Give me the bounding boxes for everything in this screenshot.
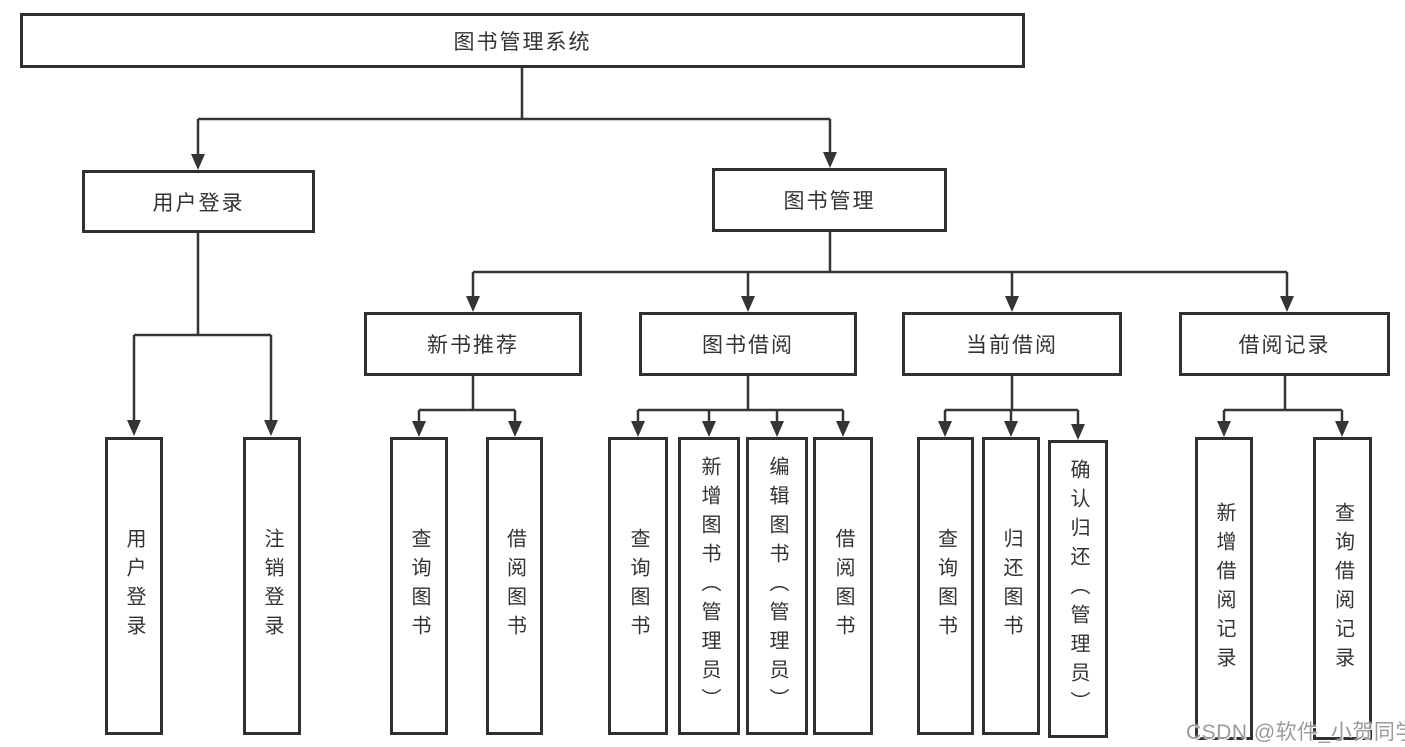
- arrowhead: [508, 421, 522, 437]
- connector-book-borrow: [636, 376, 845, 421]
- arrowhead: [770, 421, 784, 437]
- node-book-borrow: 图书借阅: [639, 312, 857, 376]
- leaf-edit-book-admin: 编辑图书（管理员）: [746, 437, 808, 735]
- arrowhead: [264, 420, 278, 436]
- connector-user-login: [132, 233, 273, 420]
- leaf-borrow-book-2: 借阅图书: [813, 437, 873, 735]
- arrowhead: [702, 421, 716, 437]
- arrowhead: [823, 152, 837, 168]
- arrowhead: [836, 421, 850, 437]
- leaf-return-book: 归还图书: [982, 437, 1040, 735]
- leaf-query-book-1: 查询图书: [390, 437, 448, 735]
- node-current-borrow: 当前借阅: [902, 312, 1122, 376]
- leaf-logout: 注销登录: [243, 437, 301, 735]
- arrowhead: [127, 420, 141, 436]
- leaf-add-borrow-record: 新增借阅记录: [1195, 437, 1253, 740]
- leaf-add-book-admin: 新增图书（管理员）: [678, 437, 740, 735]
- leaf-user-login: 用户登录: [105, 437, 163, 735]
- connector-root: [196, 68, 832, 154]
- arrowhead: [1217, 421, 1231, 437]
- leaf-confirm-return-admin: 确认归还（管理员）: [1048, 440, 1108, 738]
- arrowhead: [412, 421, 426, 437]
- node-book-management: 图书管理: [712, 168, 947, 232]
- leaf-borrow-book-1: 借阅图书: [486, 437, 543, 735]
- csdn-watermark: CSDN @软件_小贺同学: [1186, 721, 1405, 744]
- arrowhead: [1335, 421, 1349, 437]
- node-borrow-record: 借阅记录: [1179, 312, 1390, 376]
- leaf-query-book-2: 查询图书: [608, 437, 668, 735]
- arrowhead: [1280, 296, 1294, 312]
- arrowhead: [1005, 296, 1019, 312]
- arrowhead: [191, 154, 205, 170]
- node-user-login: 用户登录: [82, 170, 315, 233]
- arrowhead: [938, 421, 952, 437]
- node-new-book-recommend: 新书推荐: [364, 312, 582, 376]
- arrowhead: [466, 296, 480, 312]
- leaf-query-book-3: 查询图书: [917, 437, 974, 735]
- arrowhead: [1071, 424, 1085, 440]
- leaf-query-borrow-record: 查询借阅记录: [1313, 437, 1372, 740]
- connector-borrow-record: [1222, 376, 1344, 421]
- connector-current-borrow: [943, 376, 1080, 424]
- connector-new-book: [417, 376, 517, 421]
- connector-book-management: [471, 232, 1289, 296]
- arrowhead: [1004, 421, 1018, 437]
- arrowhead: [741, 296, 755, 312]
- arrowhead: [631, 421, 645, 437]
- node-root-library-system: 图书管理系统: [20, 13, 1025, 68]
